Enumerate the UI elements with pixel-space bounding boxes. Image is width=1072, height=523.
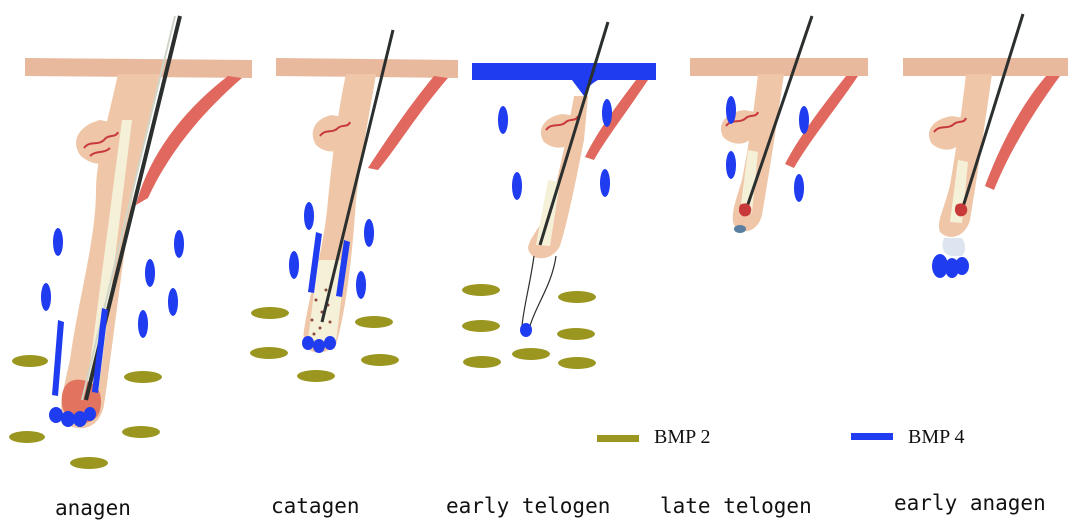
bmp4-legend-label: BMP 4	[908, 426, 965, 449]
stage-label-early-telogen: early telogen	[446, 494, 610, 518]
bmp4-papilla	[734, 225, 746, 233]
stage-label-late-telogen: late telogen	[660, 494, 812, 518]
stage-catagen	[250, 30, 458, 382]
epithelial-strand	[522, 256, 556, 326]
stage-late-telogen	[690, 16, 868, 233]
blood-vessel	[585, 80, 648, 160]
blood-vessel	[368, 76, 448, 170]
sebaceous-gland	[313, 115, 348, 151]
stage-label-catagen: catagen	[271, 494, 360, 518]
stage-early-telogen	[462, 22, 656, 369]
bmp4-papilla	[520, 323, 532, 337]
hair-club	[739, 203, 751, 216]
skin-surface	[903, 58, 1068, 76]
bmp2-legend-swatch	[597, 435, 639, 442]
skin-surface	[690, 58, 868, 76]
bmp4-sheath-stripe	[52, 320, 64, 396]
bmp4-legend-swatch	[851, 433, 893, 440]
blood-vessel	[785, 76, 858, 168]
stage-label-early-anagen: early anagen	[894, 491, 1046, 515]
bmp4-papilla	[932, 254, 969, 278]
stage-anagen	[9, 16, 252, 469]
secondary-germ	[942, 238, 965, 256]
blood-vessel	[985, 76, 1060, 190]
hair-club	[955, 203, 967, 216]
bmp2-legend-label: BMP 2	[654, 426, 711, 449]
stage-early-anagen	[903, 14, 1068, 278]
stage-label-anagen: anagen	[55, 496, 131, 520]
